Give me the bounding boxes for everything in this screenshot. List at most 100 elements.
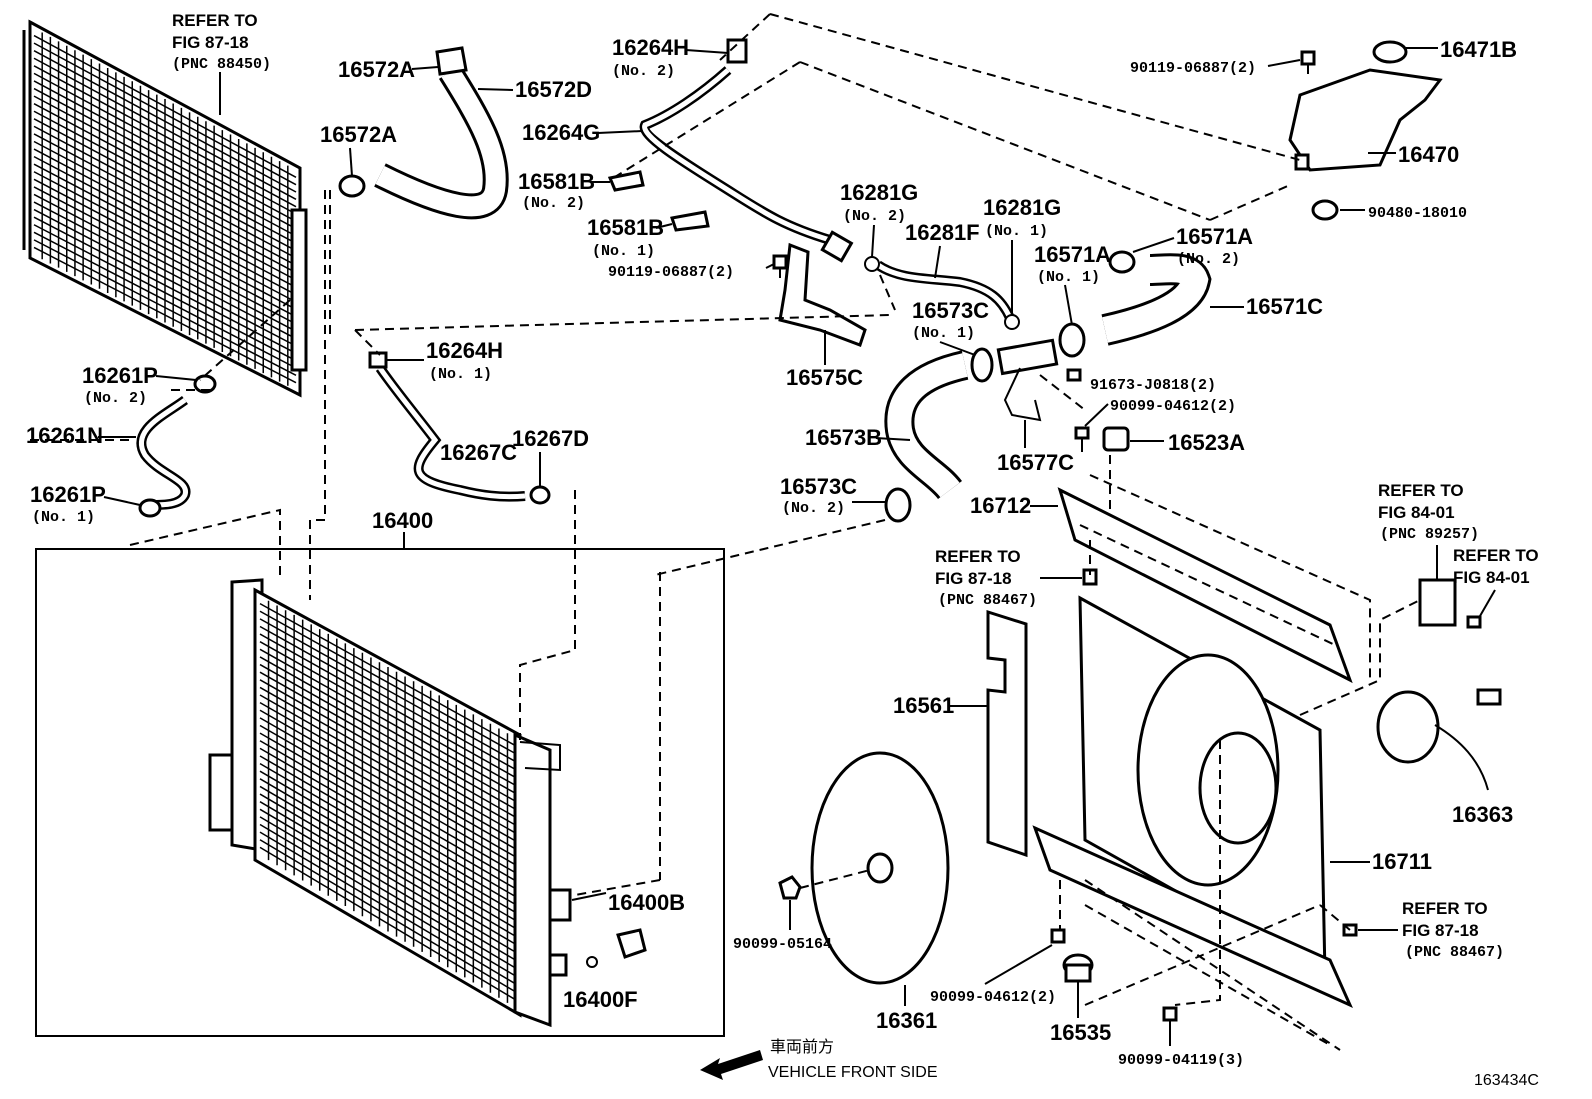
refer-relay-line3: (PNC 89257) [1380, 526, 1479, 543]
bolt-90099-04612-bottom [1050, 928, 1066, 944]
refer-bolt-line2: FIG 84-01 [1453, 568, 1530, 587]
label-16571c: 16571C [1246, 294, 1323, 319]
label-16261p-no1: 16261P [30, 482, 106, 507]
reserve-tube-16264g [639, 38, 854, 263]
label-90480-18010: 90480-18010 [1368, 205, 1467, 222]
clamp-16573c-no2 [884, 487, 912, 523]
label-16261p-no2-sub: (No. 2) [84, 390, 147, 407]
refer-seal-line3: (PNC 88467) [938, 592, 1037, 609]
label-16471b: 16471B [1440, 37, 1517, 62]
label-16523a: 16523A [1168, 430, 1245, 455]
label-16281g-no1-sub: (No. 1) [985, 223, 1048, 240]
label-16281g-no2-sub: (No. 2) [843, 208, 906, 225]
o-ring-16400f [586, 956, 598, 968]
clamp-16281g-no1 [1004, 314, 1020, 330]
label-16581b-no2-sub: (No. 2) [522, 195, 585, 212]
clip-16581b-no1 [670, 210, 710, 232]
drain-cock-16400b [616, 928, 647, 959]
label-16261n: 16261N [26, 423, 103, 448]
label-16267c: 16267C [440, 440, 517, 465]
cushion-90480-18010 [1311, 199, 1339, 221]
label-16581b-no1-sub: (No. 1) [592, 243, 655, 260]
clamp-16571a-no1 [1058, 322, 1086, 358]
label-16572a: 16572A [320, 122, 397, 147]
label-16577c: 16577C [997, 450, 1074, 475]
lower-hose-16573b [884, 350, 969, 500]
seal-16561 [986, 609, 1028, 858]
clamp-16267d [529, 485, 551, 505]
cap-16523a [1102, 426, 1130, 452]
clip-16581b-no2 [607, 170, 645, 192]
bolt-90099-04612-top [1074, 426, 1090, 452]
label-16264h-no1-sub: (No. 1) [429, 366, 492, 383]
label-16581b-no2: 16581B [518, 169, 595, 194]
label-16711: 16711 [1372, 849, 1432, 874]
label-16400: 16400 [372, 508, 433, 533]
radiator-drawing [208, 578, 572, 1028]
label-16261p-no2: 16261P [82, 363, 158, 388]
bolt-90099-04119 [1162, 1006, 1178, 1022]
label-16571a-no1-sub: (No. 1) [1037, 269, 1100, 286]
label-16281f: 16281F [905, 220, 980, 245]
label-16281g-no2: 16281G [840, 180, 918, 205]
clip-16264h-no1 [368, 351, 388, 369]
label-16573c-no1: 16573C [912, 298, 989, 323]
radiator-hose-16571c [1101, 253, 1212, 346]
label-16264g: 16264G [522, 120, 600, 145]
fan-motor-16363 [1376, 688, 1502, 791]
label-16573c-no2-sub: (No. 2) [782, 500, 845, 517]
label-16573c-no1-sub: (No. 1) [912, 325, 975, 342]
cushion-16535 [1062, 953, 1094, 983]
bolt-91673 [1066, 368, 1082, 382]
vehicle-front-jp-label: 車両前方 [770, 1038, 834, 1056]
label-16363: 16363 [1452, 802, 1513, 827]
bolt-refer-lower [1342, 923, 1358, 937]
upper-hose-16572d [374, 46, 509, 220]
label-16571a-no2-sub: (No. 2) [1177, 251, 1240, 268]
label-16261p-no1-sub: (No. 1) [32, 509, 95, 526]
label-91673-j0818: 91673-J0818(2) [1090, 377, 1216, 394]
lower-support [1032, 825, 1353, 1008]
hose-16267c [375, 365, 526, 502]
radiator-assembly-box [35, 548, 725, 1037]
water-pipe-16577c [996, 338, 1059, 422]
refer-lower-line1: REFER TO [1402, 899, 1488, 918]
hose-clamp-16572a [338, 174, 366, 198]
label-16712: 16712 [970, 493, 1031, 518]
label-16573b: 16573B [805, 425, 882, 450]
reservoir-tank-16470 [1288, 40, 1443, 172]
label-16281g-no1: 16281G [983, 195, 1061, 220]
nut-90099-05164 [778, 875, 802, 900]
refer-condenser-line2: FIG 87-18 [172, 33, 249, 52]
label-16264h-no2: 16264H [612, 35, 689, 60]
label-16561: 16561 [893, 693, 954, 718]
clamp-16281g-no2 [864, 256, 880, 272]
label-90119-06887-right: 90119-06887(2) [1130, 60, 1256, 77]
label-16573c-no2: 16573C [780, 474, 857, 499]
label-16267d: 16267D [512, 426, 589, 451]
refer-relay-line1: REFER TO [1378, 481, 1464, 500]
clamp-16261p-no1 [138, 498, 162, 518]
hose-16281f [875, 260, 1015, 321]
figure-code: 163434C [1474, 1072, 1539, 1089]
relay-module [1418, 578, 1457, 627]
hose-16261n [136, 395, 191, 510]
clamp-16571a-no2 [1108, 250, 1136, 274]
label-16361: 16361 [876, 1008, 937, 1033]
vehicle-front-side-label: VEHICLE FRONT SIDE [768, 1064, 938, 1081]
refer-bolt-line1: REFER TO [1453, 546, 1539, 565]
condenser-drawing [22, 19, 308, 398]
label-90099-05164: 90099-05164 [733, 936, 832, 953]
label-90099-04119: 90099-04119(3) [1118, 1052, 1244, 1069]
bolt-refer-84-01 [1466, 615, 1482, 629]
label-16470: 16470 [1398, 142, 1459, 167]
label-16572d: 16572D [515, 77, 592, 102]
upper-support-16712 [1057, 487, 1353, 684]
refer-lower-line3: (PNC 88467) [1405, 944, 1504, 961]
clamp-16573c-no1 [970, 347, 994, 383]
label-16264h-no2-sub: (No. 2) [612, 63, 675, 80]
label-16575c: 16575C [786, 365, 863, 390]
dashed-connectors [30, 13, 1421, 1051]
bolt-90119-right [1300, 50, 1316, 74]
